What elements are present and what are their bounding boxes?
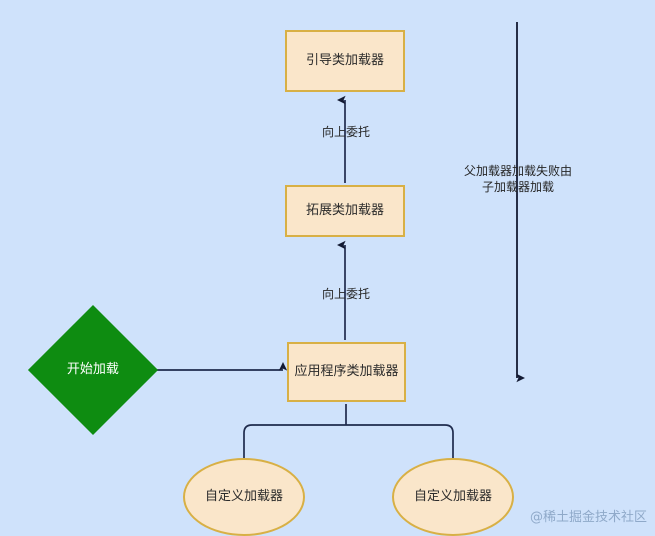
edge-label-delegate-up-lower: 向上委托 <box>321 287 370 301</box>
node-start-loading-label: 开始加载 <box>66 361 120 377</box>
edge-application-to-custom-loaders <box>243 404 454 470</box>
node-application-loader-label: 应用程序类加载器 <box>294 363 399 379</box>
edge-label-parent-fail: 父加载器加载失败由 子加载器加载 <box>463 164 572 195</box>
node-custom-loader-left[interactable]: 自定义加载器 <box>183 458 305 536</box>
node-extension-loader[interactable]: 拓展类加载器 <box>285 185 405 237</box>
node-custom-loader-left-label: 自定义加载器 <box>204 488 283 504</box>
edge-label-delegate-up-upper: 向上委托 <box>321 125 370 139</box>
node-custom-loader-right[interactable]: 自定义加载器 <box>392 458 514 536</box>
node-extension-loader-label: 拓展类加载器 <box>305 202 384 218</box>
watermark: @稀土掘金技术社区 <box>529 510 647 525</box>
node-application-loader[interactable]: 应用程序类加载器 <box>287 342 406 402</box>
node-bootstrap-loader[interactable]: 引导类加载器 <box>285 30 405 92</box>
node-custom-loader-right-label: 自定义加载器 <box>413 488 492 504</box>
node-bootstrap-loader-label: 引导类加载器 <box>305 52 384 68</box>
